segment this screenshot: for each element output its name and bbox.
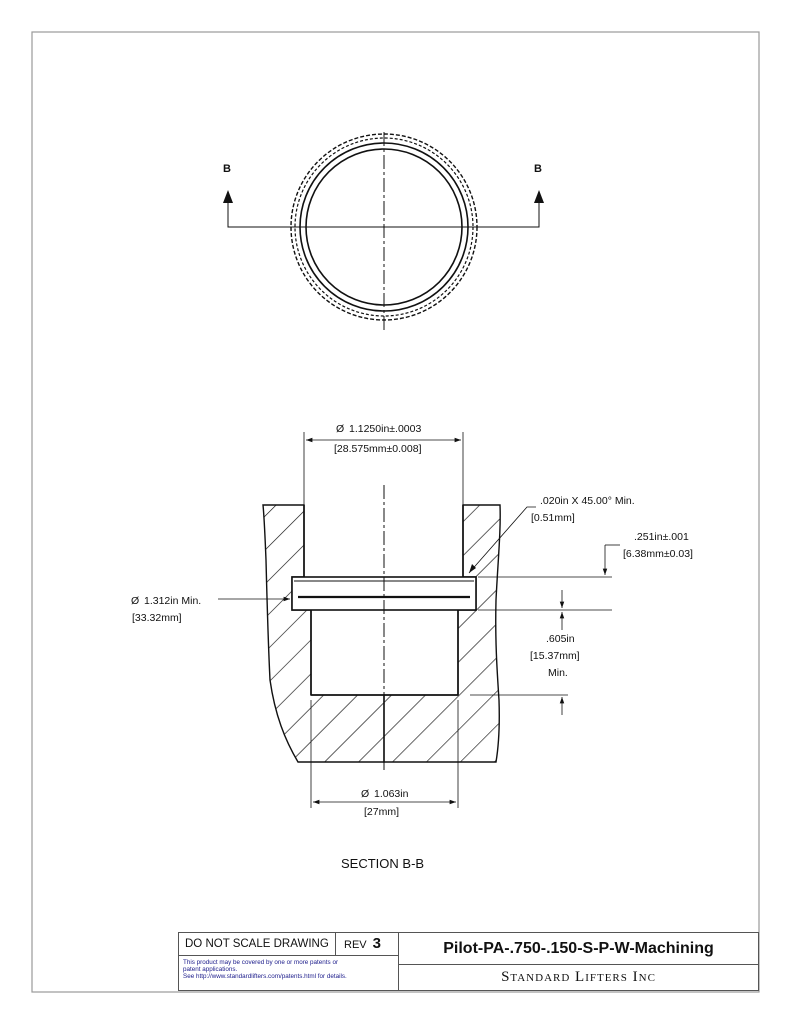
sheet-border [31,31,760,993]
dim-depth-note: Min. [548,667,568,679]
dim-groove-width-imperial: .251in±.001 [634,531,689,543]
dim-bore-diameter-imperial: 1.1250in±.0003 [349,423,421,435]
patent-notice: This product may be covered by one or mo… [179,956,399,990]
do-not-scale-note: DO NOT SCALE DRAWING [179,933,336,956]
section-caption: SECTION B-B [341,856,424,871]
dim-groove-width-metric: [6.38mm±0.03] [623,548,693,560]
patent-line: patent applications. [183,966,238,974]
section-material-left [262,504,385,763]
section-view: Ø 1.1250in±.0003 [28.575mm±0.008] .020in… [131,423,693,871]
title-block: DO NOT SCALE DRAWING REV 3 This product m… [178,932,759,991]
patent-link-line[interactable]: See http://www.standardlifters.com/paten… [183,973,347,981]
section-arrow-right [534,190,544,203]
section-cut-line [227,193,540,228]
dim-bore-diameter-metric: [28.575mm±0.008] [334,443,422,455]
diameter-symbol: Ø [361,788,369,800]
dim-depth-metric: [15.37mm] [530,650,580,662]
dim-lower-diameter-metric: [27mm] [364,806,399,818]
chamfer-leader-arrow [469,564,476,573]
part-number: Pilot-PA-.750-.150-S-P-W-Machining [399,933,758,965]
top-view: B B [223,132,544,330]
section-marker-left: B [223,163,231,175]
dim-chamfer-metric: [0.51mm] [531,512,575,524]
company-name: Standard Lifters Inc [501,969,656,985]
section-arrow-left [223,190,233,203]
section-marker-right: B [534,163,542,175]
revision-cell: REV 3 [336,933,399,956]
chamfer-leader [468,506,536,574]
section-material-right [383,504,501,763]
rev-value: 3 [372,935,381,952]
rev-label: REV [344,939,367,951]
dim-depth-imperial: .605in [546,633,575,645]
dim-groove-diameter-metric: [33.32mm] [132,612,182,624]
dim-lower-diameter-imperial: 1.063in [374,788,409,800]
patent-line: This product may be covered by one or mo… [183,959,339,966]
dim-chamfer-imperial: .020in X 45.00° Min. [540,495,635,507]
diameter-symbol: Ø [131,595,139,607]
diameter-symbol: Ø [336,423,344,435]
dim-groove-diameter-imperial: 1.312in Min. [144,595,201,607]
